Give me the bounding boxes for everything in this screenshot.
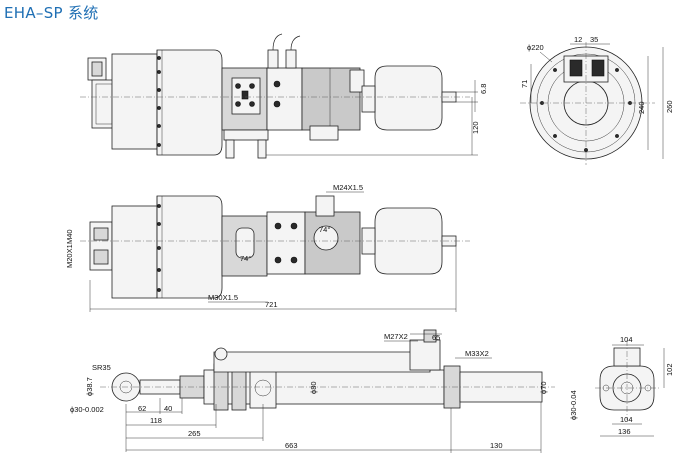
accumulator-tank (374, 65, 443, 131)
plan-view: M24X1.5 74° 74° M30X1.5 721 M40 M20X1 (65, 183, 470, 312)
dim-265: 265 (188, 429, 201, 438)
dim-40: 40 (164, 404, 172, 413)
dim-phi-220: ϕ220 (527, 43, 544, 52)
motor-flange (111, 53, 158, 150)
dim-phi-30a: ϕ30-0.002 (70, 405, 104, 414)
dim-m33: M33X2 (465, 349, 489, 358)
dim-phi-38-7: ϕ38.7 (85, 377, 94, 396)
actuator-end-view: 104 104 136 102 ϕ30-0.04 (569, 335, 674, 437)
motor-body-2 (156, 195, 223, 299)
page-title: EHA–SP 系统 (4, 4, 99, 22)
dim-62: 62 (138, 404, 146, 413)
motor-flange-2 (111, 205, 158, 299)
dim-136: 136 (618, 427, 631, 436)
front-view: 6.8 120 (80, 33, 488, 159)
dim-104-top: 104 (620, 335, 633, 344)
dim-12: 12 (574, 35, 582, 44)
motor-body (156, 49, 223, 156)
dim-104: 104 (620, 415, 633, 424)
dim-phi-70: ϕ70 (539, 381, 548, 394)
dim-m27: M27X2 (384, 332, 408, 341)
valve-block (266, 67, 303, 131)
dim-260: 260 (665, 100, 674, 113)
dim-71: 71 (520, 80, 529, 88)
dim-m20: M20X1 (65, 244, 74, 268)
top-link (213, 351, 431, 373)
dim-130: 130 (490, 441, 503, 450)
dim-240: 240 (637, 101, 646, 114)
dim-m24: M24X1.5 (333, 183, 363, 192)
dim-phi-30b: ϕ30-0.04 (569, 390, 578, 420)
dim-102: 102 (665, 363, 674, 376)
dim-663: 663 (285, 441, 298, 450)
dim-6-8: 6.8 (479, 84, 488, 94)
dim-sr35: SR35 (92, 363, 111, 372)
dim-phi-80: ϕ80 (309, 381, 318, 394)
side-view: ϕ220 12 35 71 240 260 (520, 35, 674, 165)
accumulator-tank-2 (374, 207, 443, 275)
actuator-view: SR35 ϕ38.7 ϕ30-0.002 62 40 118 265 663 1… (70, 329, 555, 453)
dim-118: 118 (150, 416, 162, 425)
dim-35: 35 (590, 35, 598, 44)
dim-721: 721 (265, 300, 278, 309)
angle-74-b: 74° (240, 254, 251, 263)
angle-74-a: 74° (319, 225, 330, 234)
dim-m30: M30X1.5 (208, 293, 238, 302)
dim-m40: M40 (65, 229, 74, 244)
dim-120: 120 (471, 121, 480, 134)
dim-65: 65 (432, 333, 440, 342)
